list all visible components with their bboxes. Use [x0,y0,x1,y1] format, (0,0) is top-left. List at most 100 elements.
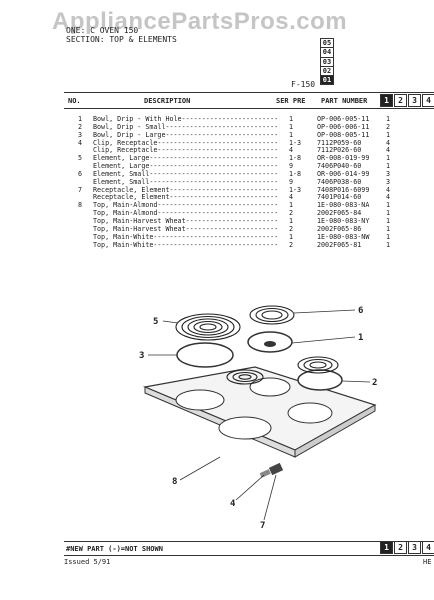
item-ser-pre: 1 [289,216,294,225]
item-quantity: 1 [386,216,391,225]
watermark: AppliancePartsPros.com [52,8,348,35]
callout-8: 8 [172,477,177,487]
section-title: SECTION: TOP & ELEMENTS [66,35,177,44]
item-quantity: 4 [386,146,391,155]
item-description: Bowl, Drip - Small----------------------… [93,122,279,131]
column-ser-pre: SER PRE [276,97,306,105]
callout-6: 6 [358,306,363,316]
column-part-number: PART NUMBER [321,97,368,105]
issued-date: Issued 5/91 [64,558,111,566]
item-part-number: 7408P016-6099 [317,185,370,194]
item-description: Receptacle, Element---------------------… [93,193,279,202]
item-number: 3 [78,130,83,139]
item-ser-pre: 2 [289,209,294,218]
item-part-number: 1E-080-083-NA [317,201,370,210]
section-box-01: 01 [320,75,334,86]
figure-number: F-150 [291,80,316,89]
divider [64,108,434,109]
item-quantity: 1 [386,201,391,210]
item-quantity: 4 [386,193,391,202]
footer-page-tab-1: 1 [380,541,393,554]
item-quantity: 4 [386,138,391,147]
item-description: Top, Main-White-------------------------… [93,240,279,249]
page-tab-2: 2 [394,94,407,107]
callout-5: 5 [153,317,158,327]
item-ser-pre: 1 [289,115,294,123]
item-part-number: 7406P038-60 [317,177,362,186]
page-code: HE [423,558,432,566]
footer-page-tabs: 1 2 3 4 [380,541,434,554]
footer-page-tab-2: 2 [394,541,407,554]
item-description: Element, Small--------------------------… [93,177,279,186]
item-quantity: 1 [386,115,391,123]
section-boxes: 05 04 03 02 01 [320,38,334,86]
item-part-number: 7112P026-60 [317,146,362,155]
item-quantity: 1 [386,232,391,241]
leader-lines [148,309,371,521]
item-number: 7 [78,185,83,194]
burner-opening [218,416,272,440]
exploded-diagram: 5 6 1 3 2 8 4 7 [130,295,380,539]
item-ser-pre: 1 [289,122,294,131]
item-part-number: OP-006-005-11 [317,115,370,123]
item-description: Clip, Receptacle------------------------… [93,146,279,155]
item-part-number: 7401P014-60 [317,193,362,202]
item-description: Top, Main-White-------------------------… [93,232,279,241]
divider [64,541,434,542]
item-number: 1 [78,115,83,123]
item-ser-pre: 1-8 [289,154,302,163]
item-quantity: 3 [386,177,391,186]
page-tab-4: 4 [422,94,434,107]
item-part-number: 2002F065-81 [317,240,362,249]
item-description: Element, Large--------------------------… [93,162,279,171]
page-tab-3: 3 [408,94,421,107]
column-description: DESCRIPTION [144,97,191,105]
item-quantity: 1 [386,154,391,163]
item-part-number: 1E-080-083-NW [317,232,370,241]
item-number: 4 [78,138,83,147]
callout-3: 3 [139,351,144,361]
burner-opening [249,377,291,397]
item-ser-pre: 1-8 [289,169,302,178]
item-ser-pre: 1-3 [289,185,302,194]
cooktop-edge [294,404,376,458]
item-quantity: 1 [386,209,391,218]
item-ser-pre: 4 [289,193,294,202]
item-part-number: OP-006-006-11 [317,122,370,131]
burner-opening [175,389,225,411]
callout-7: 7 [260,521,265,531]
footer-legend: #NEW PART (-)=NOT SHOWN [66,545,163,553]
item-quantity: 3 [386,169,391,178]
element-small [297,356,339,374]
callout-2: 2 [372,378,377,388]
item-description: Clip, Receptacle------------------------… [93,138,279,147]
footer-page-tab-3: 3 [408,541,421,554]
column-no: NO. [68,97,81,105]
item-ser-pre: 4 [289,146,294,155]
item-part-number: 7112P059-60 [317,138,362,147]
item-quantity: 2 [386,122,391,131]
page-tabs: 1 2 3 4 [380,94,434,107]
receptacle-element [268,462,284,476]
item-part-number: OR-008-019-99 [317,154,370,163]
item-description: Top, Main-Almond------------------------… [93,209,279,218]
drip-bowl-hole [264,341,276,347]
item-quantity: 1 [386,130,391,139]
item-part-number: OP-008-005-11 [317,130,370,139]
item-description: Top, Main-Harvest Wheat-----------------… [93,224,279,233]
page-tab-1: 1 [380,94,393,107]
item-ser-pre: 1 [289,201,294,210]
item-description: Bowl, Drip - Large----------------------… [93,130,279,139]
divider [64,92,434,93]
item-description: Top, Main-Almond------------------------… [93,201,279,210]
item-number: 8 [78,201,83,210]
item-part-number: 2002F065-86 [317,224,362,233]
item-ser-pre: 9 [289,162,294,171]
header-title: ONE: C OVEN 150 [66,26,139,35]
item-ser-pre: 1 [289,130,294,139]
item-number: 6 [78,169,83,178]
item-quantity: 4 [386,185,391,194]
cooktop-diagram: 5 6 1 3 2 8 4 7 [139,305,377,531]
item-description: Bowl, Drip - With Hole------------------… [93,115,279,123]
item-quantity: 1 [386,240,391,249]
